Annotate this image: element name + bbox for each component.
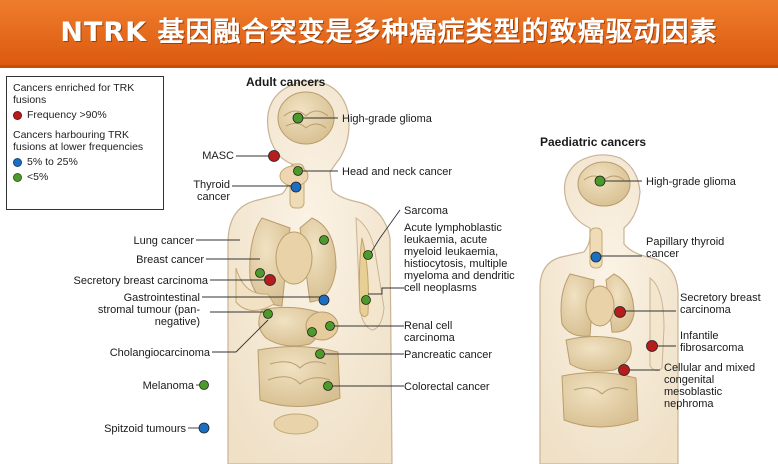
label-sarcoma: Sarcoma — [404, 205, 448, 217]
title-banner: NTRK 基因融合突变是多种癌症类型的致癌驱动因素 — [0, 0, 778, 68]
child-label-nephroma: Cellular and mixed congenital mesoblasti… — [664, 362, 774, 410]
marker-thyroid — [291, 182, 301, 192]
label-colorectal: Colorectal cancer — [404, 381, 490, 393]
child-intestine — [562, 372, 638, 427]
illustration: Cancers enriched for TRK fusions Frequen… — [0, 68, 778, 464]
blue-dot-icon — [13, 158, 22, 167]
marker-child-secretory-breast — [615, 307, 626, 318]
label-leukaemia: Acute lymphoblastic leukaemia, acute mye… — [404, 222, 522, 294]
legend-blue-label: 5% to 25% — [27, 156, 78, 168]
marker-melanoma — [200, 381, 209, 390]
red-dot-icon — [13, 111, 22, 120]
child-label-secretory-breast: Secretory breast carcinoma — [680, 292, 776, 316]
marker-head-neck — [294, 167, 303, 176]
marker-high-grade-glioma — [293, 113, 303, 123]
marker-renal — [326, 322, 335, 331]
label-pancreatic: Pancreatic cancer — [404, 349, 492, 361]
marker-gist — [319, 295, 329, 305]
adult-bladder — [274, 414, 318, 434]
label-cholangio: Cholangiocarcinoma — [70, 347, 210, 359]
label-masc: MASC — [178, 150, 234, 162]
label-head-neck: Head and neck cancer — [342, 166, 452, 178]
marker-secretory-breast — [265, 275, 276, 286]
child-label-thyroid: Papillary thyroid cancer — [646, 236, 742, 260]
child-label-fibrosarcoma: Infantile fibrosarcoma — [680, 330, 770, 354]
label-renal: Renal cell carcinoma — [404, 320, 484, 344]
legend-enriched-heading: Cancers enriched for TRK fusions — [13, 82, 157, 106]
label-secretory-breast: Secretory breast carcinoma — [6, 275, 208, 287]
marker-colorectal — [324, 382, 333, 391]
legend-green-label: <5% — [27, 171, 48, 183]
marker-pancreatic-a — [308, 328, 317, 337]
marker-masc — [269, 151, 280, 162]
marker-cholangio — [264, 310, 273, 319]
paediatric-heading: Paediatric cancers — [540, 136, 646, 148]
adult-heart — [276, 232, 312, 284]
marker-child-fibrosarcoma — [647, 341, 658, 352]
legend-red-label: Frequency >90% — [27, 109, 107, 121]
label-spitzoid: Spitzoid tumours — [80, 423, 186, 435]
marker-sarcoma — [364, 251, 373, 260]
legend-red-row: Frequency >90% — [13, 109, 157, 121]
legend-blue-row: 5% to 25% — [13, 156, 157, 168]
adult-heading: Adult cancers — [246, 76, 325, 88]
marker-breast — [256, 269, 265, 278]
marker-spitzoid — [199, 423, 209, 433]
adult-body — [228, 81, 392, 464]
label-lung: Lung cancer — [98, 235, 194, 247]
legend-green-row: <5% — [13, 171, 157, 183]
label-breast: Breast cancer — [96, 254, 204, 266]
child-heart — [586, 286, 614, 326]
page-title: NTRK 基因融合突变是多种癌症类型的致癌驱动因素 — [0, 0, 778, 66]
label-thyroid: Thyroid cancer — [172, 179, 230, 203]
marker-lung — [320, 236, 329, 245]
label-gist: Gastrointestinal stromal tumour (pan-neg… — [86, 292, 200, 328]
green-dot-icon — [13, 173, 22, 182]
marker-child-thyroid — [591, 252, 601, 262]
legend-lower-heading: Cancers harbouring TRK fusions at lower … — [13, 129, 157, 153]
label-melanoma: Melanoma — [110, 380, 194, 392]
legend-box: Cancers enriched for TRK fusions Frequen… — [6, 76, 164, 210]
child-label-glioma: High-grade glioma — [646, 176, 736, 188]
marker-leukaemia — [362, 296, 371, 305]
adult-intestine — [258, 346, 340, 406]
label-high-grade-glioma: High-grade glioma — [342, 113, 432, 125]
marker-pancreatic — [316, 350, 325, 359]
marker-child-glioma — [595, 176, 605, 186]
paediatric-body — [540, 155, 678, 464]
marker-child-nephroma — [619, 365, 630, 376]
